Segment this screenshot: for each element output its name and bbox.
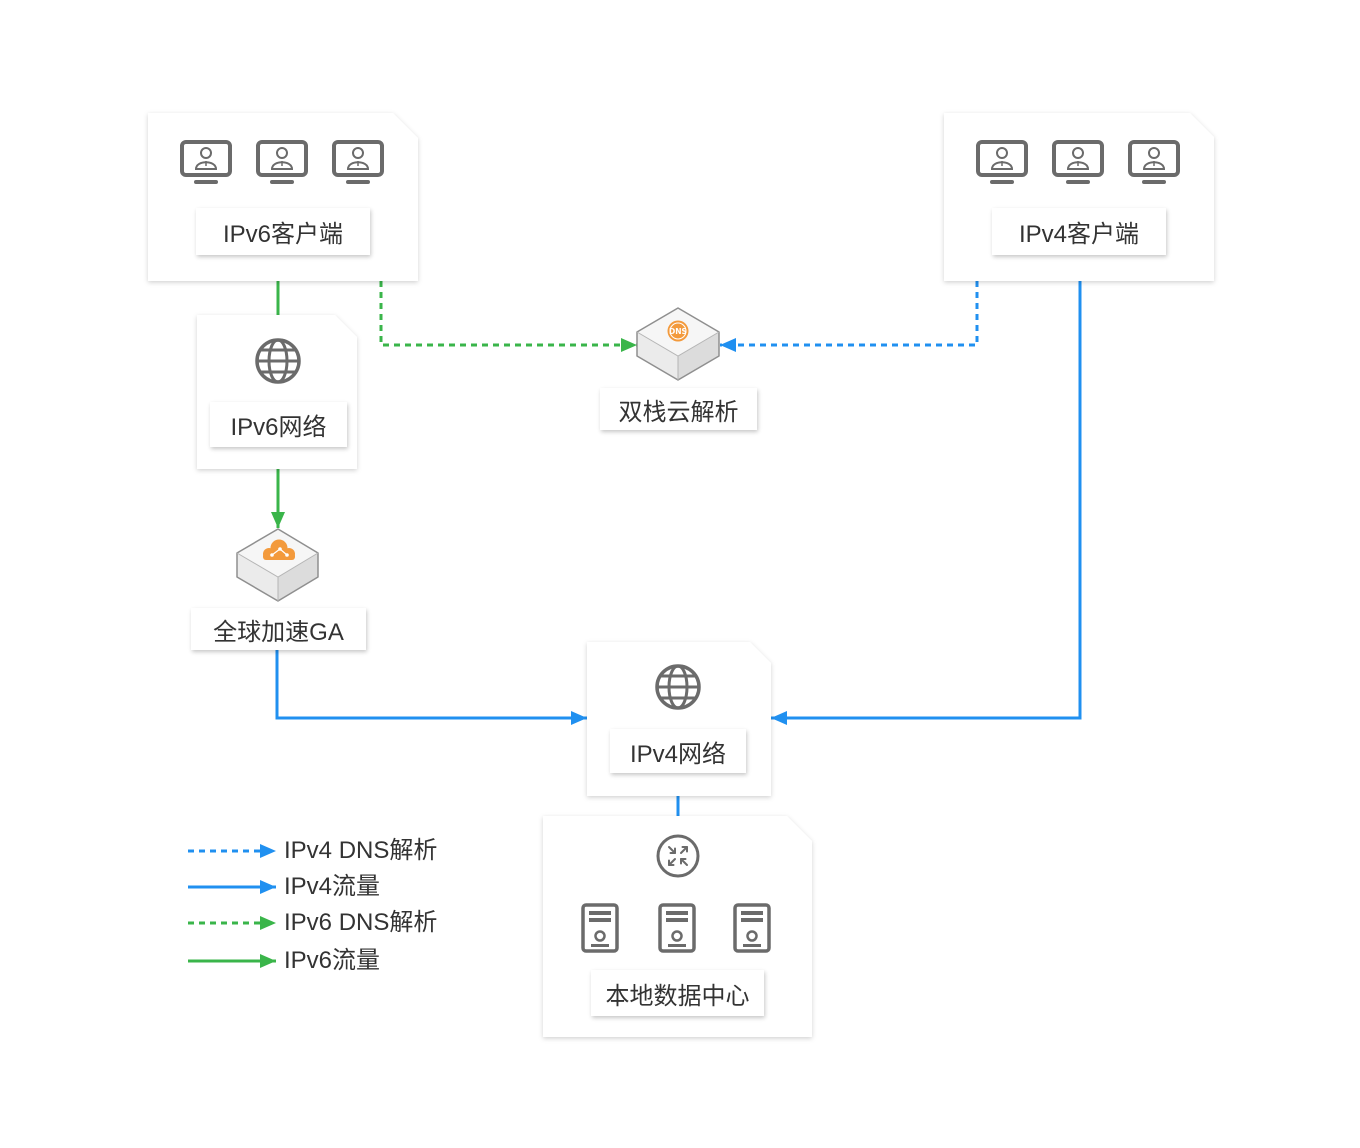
edge-ga-to-ipv4-network bbox=[275, 650, 587, 725]
legend-label-ipv6-traffic: IPv6流量 bbox=[284, 947, 381, 974]
server-icon bbox=[658, 903, 696, 953]
datacenter-label: 本地数据中心 bbox=[591, 970, 764, 1016]
ga-cube bbox=[236, 528, 319, 602]
legend-label-ipv4-traffic: IPv4流量 bbox=[284, 873, 381, 900]
dns-icon-text: DNS bbox=[669, 327, 687, 336]
edge-ipv4-dns-query bbox=[720, 281, 979, 352]
dns-icon: DNS bbox=[667, 320, 689, 342]
ipv4-client-label: IPv4客户端 bbox=[992, 208, 1166, 255]
legend-label-ipv4-dns: IPv4 DNS解析 bbox=[284, 837, 438, 864]
edge-ipv4-client-to-ipv4-network bbox=[771, 281, 1082, 725]
edge-ipv6-dns-query bbox=[379, 281, 637, 352]
ipv6-client-card bbox=[148, 113, 418, 281]
legend-label-ipv6-dns: IPv6 DNS解析 bbox=[284, 909, 438, 936]
ipv6-network-label: IPv6网络 bbox=[210, 402, 347, 447]
ipv6-client-label: IPv6客户端 bbox=[196, 208, 370, 255]
cloud-accelerator-icon bbox=[263, 539, 295, 560]
server-icon bbox=[733, 903, 771, 953]
router-icon bbox=[656, 834, 700, 878]
ga-label: 全球加速GA bbox=[191, 608, 366, 650]
legend bbox=[188, 844, 276, 968]
dns-cube: DNS bbox=[636, 307, 720, 381]
ipv4-network-label: IPv4网络 bbox=[610, 729, 746, 773]
server-icon bbox=[581, 903, 619, 953]
ipv4-client-card bbox=[944, 113, 1214, 281]
dns-label: 双栈云解析 bbox=[600, 388, 757, 430]
